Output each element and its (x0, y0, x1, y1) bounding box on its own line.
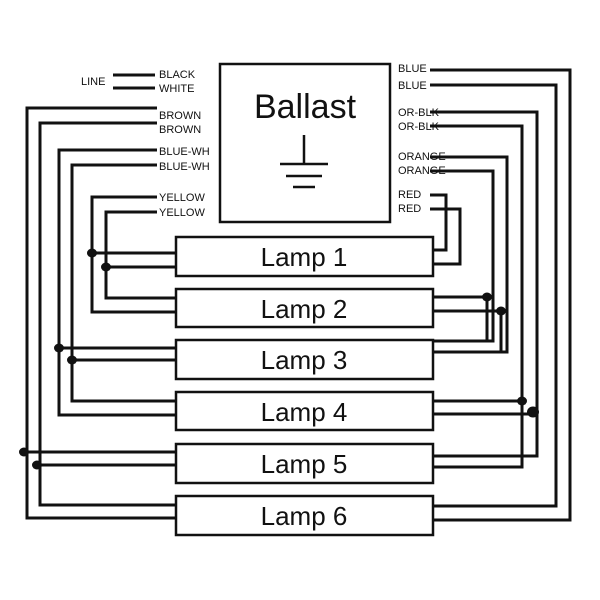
lead-label-black: BLACK (159, 69, 196, 81)
lamp-5: Lamp 5 (174, 442, 435, 485)
lead-label-bluewh-2: BLUE-WH (159, 161, 210, 173)
lamp-label: Lamp 6 (261, 501, 348, 531)
junction-dot (54, 343, 64, 353)
wire-red-1 (430, 193, 448, 252)
lamp-label: Lamp 1 (261, 242, 348, 272)
wire-lamp2-lamp3-right-a (432, 295, 489, 341)
ground-icon (280, 135, 328, 189)
wire-orblk-2 (430, 124, 524, 469)
junction-dot (527, 406, 539, 418)
lamp-2: Lamp 2 (174, 287, 435, 329)
lead-label-yellow-2: YELLOW (159, 207, 205, 219)
wire-lamp1-lamp2-left-a (90, 253, 178, 314)
wire-blue-2 (430, 83, 558, 508)
lead-label-brown-1: BROWN (159, 110, 201, 122)
junction-dot (19, 447, 29, 457)
junction-dot (482, 292, 492, 302)
lamp-box (174, 442, 435, 485)
wire-bluewh-1 (57, 148, 178, 350)
lead-label-blue-2: BLUE (398, 80, 427, 92)
line-label: LINE (81, 76, 105, 88)
wire-lamp5-lamp6-left-b (38, 465, 178, 507)
wire-orange-1 (430, 155, 509, 354)
lead-label-yellow-1: YELLOW (159, 192, 205, 204)
lamp-1: Lamp 1 (174, 235, 435, 278)
lamp-4: Lamp 4 (174, 390, 435, 432)
lead-label-orblk-2: OR-BLK (398, 121, 440, 133)
lamp-label: Lamp 2 (261, 294, 348, 324)
lead-label-red-2: RED (398, 203, 421, 215)
wire-orblk-1 (430, 110, 539, 458)
lamp-box (174, 338, 435, 381)
lamp-box (174, 494, 435, 537)
wire-lamp3-lamp4-left-a (57, 348, 178, 417)
wire-blue-1 (430, 68, 572, 522)
wires (25, 68, 572, 522)
lamp-label: Lamp 5 (261, 449, 348, 479)
junction-dot (32, 460, 42, 470)
lamp-6: Lamp 6 (174, 494, 435, 537)
wire-lamp3-lamp4-left-b (70, 360, 178, 403)
wire-yellow-2 (104, 210, 178, 269)
lead-label-bluewh-1: BLUE-WH (159, 146, 210, 158)
junction-dot (496, 306, 506, 316)
lead-label-orange-2: ORANGE (398, 165, 446, 177)
lamp-box (174, 390, 435, 432)
lead-label-orblk-1: OR-BLK (398, 107, 440, 119)
lamp-3: Lamp 3 (174, 338, 435, 381)
lamp-label: Lamp 4 (261, 397, 348, 427)
junction-dot (87, 248, 97, 258)
ballast-box (218, 62, 392, 224)
lamp-box (174, 235, 435, 278)
lead-label-white: WHITE (159, 83, 194, 95)
ballast: Ballast (218, 62, 392, 224)
lead-label-blue-1: BLUE (398, 63, 427, 75)
lamp-label: Lamp 3 (261, 345, 348, 375)
wire-red-2 (430, 207, 462, 266)
wire-orange-2 (430, 169, 495, 343)
wire-lamp1-lamp2-left-b (104, 267, 178, 300)
lead-label-red-1: RED (398, 189, 421, 201)
junction-dot (101, 262, 111, 272)
wire-brown-2 (38, 121, 178, 467)
wire-lamp2-lamp3-right-b (432, 309, 503, 352)
wire-bluewh-2 (70, 163, 178, 362)
wire-lamp5-lamp6-left-a (25, 452, 178, 520)
wire-brown-1 (25, 106, 178, 454)
lamp-box (174, 287, 435, 329)
junction-dots (19, 248, 539, 470)
ballast-title: Ballast (254, 88, 357, 126)
junction-dot (67, 355, 77, 365)
lead-label-brown-2: BROWN (159, 124, 201, 136)
junction-dot (517, 396, 527, 406)
lead-label-orange-1: ORANGE (398, 151, 446, 163)
wire-yellow-1 (90, 195, 178, 255)
